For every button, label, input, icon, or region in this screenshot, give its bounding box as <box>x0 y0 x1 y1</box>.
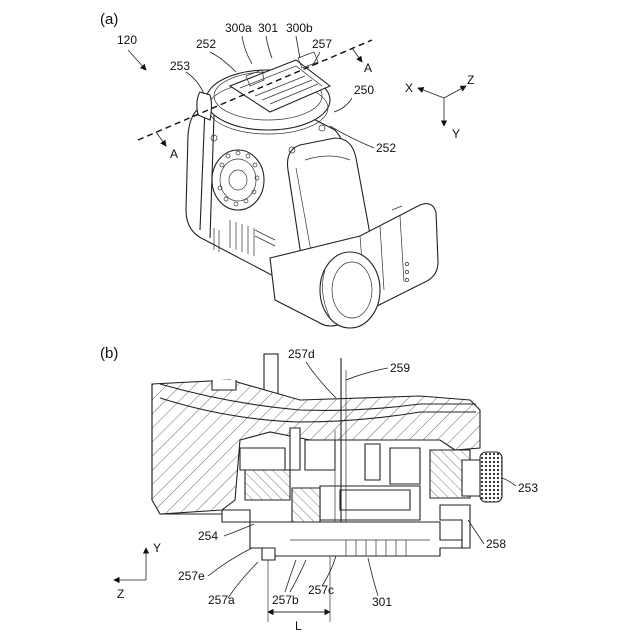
axes-b: Y Z <box>114 541 161 601</box>
axis-y-label: Y <box>452 127 460 141</box>
panel-a: (a) 120 <box>100 11 474 328</box>
ref-257a: 257a <box>208 593 235 607</box>
panel-b-label: (b) <box>100 345 118 362</box>
ref-257: 257 <box>312 37 332 51</box>
panel-a-label: (a) <box>100 11 118 28</box>
ref-300b: 300b <box>286 21 313 35</box>
section-a-top: A <box>364 61 372 75</box>
dimension-l: L <box>295 619 302 633</box>
ref-300a: 300a <box>225 21 252 35</box>
axis-b-y-label: Y <box>153 541 161 555</box>
ref-301: 301 <box>258 21 278 35</box>
ref-120-arrow <box>128 50 146 70</box>
section-a-bottom: A <box>170 147 178 161</box>
ref-258: 258 <box>486 537 506 551</box>
ref-120: 120 <box>117 33 137 47</box>
ref-257d: 257d <box>288 347 315 361</box>
panel-b: (b) <box>100 345 538 633</box>
axis-b-z-label: Z <box>117 587 124 601</box>
ref-257b: 257b <box>272 593 299 607</box>
section-a-bottom-arrow <box>156 132 166 146</box>
ref-252-top: 252 <box>196 37 216 51</box>
axis-x-label: X <box>405 81 413 95</box>
ref-253-b: 253 <box>518 481 538 495</box>
ref-259: 259 <box>390 361 410 375</box>
section-a-top-arrow <box>352 48 362 62</box>
axis-z-label: Z <box>467 73 474 87</box>
ref-250: 250 <box>354 83 374 97</box>
ref-301-b: 301 <box>372 595 392 609</box>
ref-254: 254 <box>198 529 218 543</box>
axes-a: X Z Y <box>405 73 474 141</box>
ref-257e: 257e <box>178 569 205 583</box>
ref-252-right: 252 <box>376 141 396 155</box>
ref-257c: 257c <box>308 583 334 597</box>
device-body <box>186 52 438 328</box>
ref-253: 253 <box>170 59 190 73</box>
